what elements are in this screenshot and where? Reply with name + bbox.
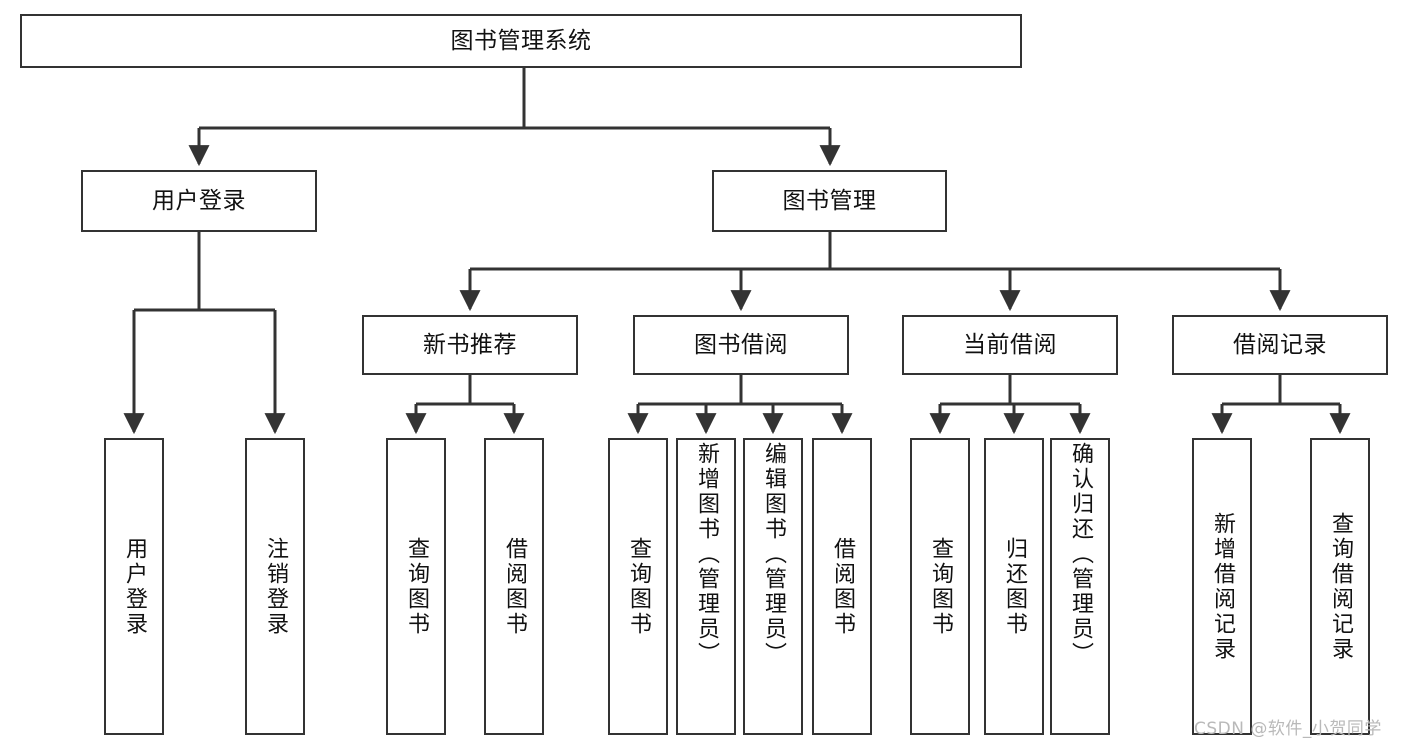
node-new-book-recommend[interactable]: 新书推荐 (362, 315, 578, 375)
node-current-borrow[interactable]: 当前借阅 (902, 315, 1118, 375)
node-leaf-confirm-return-admin[interactable]: 确认归还（管理员） (1050, 438, 1110, 735)
node-leaf-user-login-label: 用户登录 (122, 536, 147, 637)
node-leaf-query-book-2-label: 查询图书 (626, 536, 651, 637)
node-leaf-query-book-2[interactable]: 查询图书 (608, 438, 668, 735)
node-leaf-add-book-admin[interactable]: 新增图书（管理员） (676, 438, 736, 735)
watermark-text: CSDN @软件_小贺同学 (1194, 719, 1382, 739)
node-leaf-logout-label: 注销登录 (263, 536, 288, 637)
node-leaf-query-borrow-record[interactable]: 查询借阅记录 (1310, 438, 1370, 735)
node-leaf-add-book-admin-label: 新增图书（管理员） (694, 442, 719, 667)
node-current-borrow-label: 当前借阅 (963, 331, 1057, 358)
node-borrow-record-label: 借阅记录 (1233, 331, 1327, 358)
node-user-login[interactable]: 用户登录 (81, 170, 317, 232)
node-leaf-edit-book-admin[interactable]: 编辑图书（管理员） (743, 438, 803, 735)
node-leaf-query-book-1[interactable]: 查询图书 (386, 438, 446, 735)
node-leaf-query-book-3[interactable]: 查询图书 (910, 438, 970, 735)
node-leaf-borrow-book-1-label: 借阅图书 (502, 536, 527, 637)
node-book-borrow-label: 图书借阅 (694, 331, 788, 358)
node-leaf-query-book-3-label: 查询图书 (928, 536, 953, 637)
node-leaf-add-borrow-record-label: 新增借阅记录 (1210, 511, 1235, 662)
node-leaf-logout[interactable]: 注销登录 (245, 438, 305, 735)
node-leaf-borrow-book-2-label: 借阅图书 (830, 536, 855, 637)
node-leaf-return-book-label: 归还图书 (1002, 536, 1027, 637)
node-user-login-label: 用户登录 (152, 187, 246, 214)
node-leaf-add-borrow-record[interactable]: 新增借阅记录 (1192, 438, 1252, 735)
node-borrow-record[interactable]: 借阅记录 (1172, 315, 1388, 375)
node-leaf-return-book[interactable]: 归还图书 (984, 438, 1044, 735)
node-book-borrow[interactable]: 图书借阅 (633, 315, 849, 375)
node-root[interactable]: 图书管理系统 (20, 14, 1022, 68)
node-new-book-recommend-label: 新书推荐 (423, 331, 517, 358)
node-leaf-edit-book-admin-label: 编辑图书（管理员） (761, 442, 786, 667)
node-root-label: 图书管理系统 (450, 27, 592, 54)
node-leaf-borrow-book-2[interactable]: 借阅图书 (812, 438, 872, 735)
node-book-management[interactable]: 图书管理 (712, 170, 947, 232)
node-leaf-query-borrow-record-label: 查询借阅记录 (1328, 511, 1353, 662)
node-leaf-borrow-book-1[interactable]: 借阅图书 (484, 438, 544, 735)
node-book-management-label: 图书管理 (782, 187, 877, 214)
node-leaf-user-login[interactable]: 用户登录 (104, 438, 164, 735)
node-leaf-query-book-1-label: 查询图书 (404, 536, 429, 637)
node-leaf-confirm-return-admin-label: 确认归还（管理员） (1068, 442, 1093, 667)
